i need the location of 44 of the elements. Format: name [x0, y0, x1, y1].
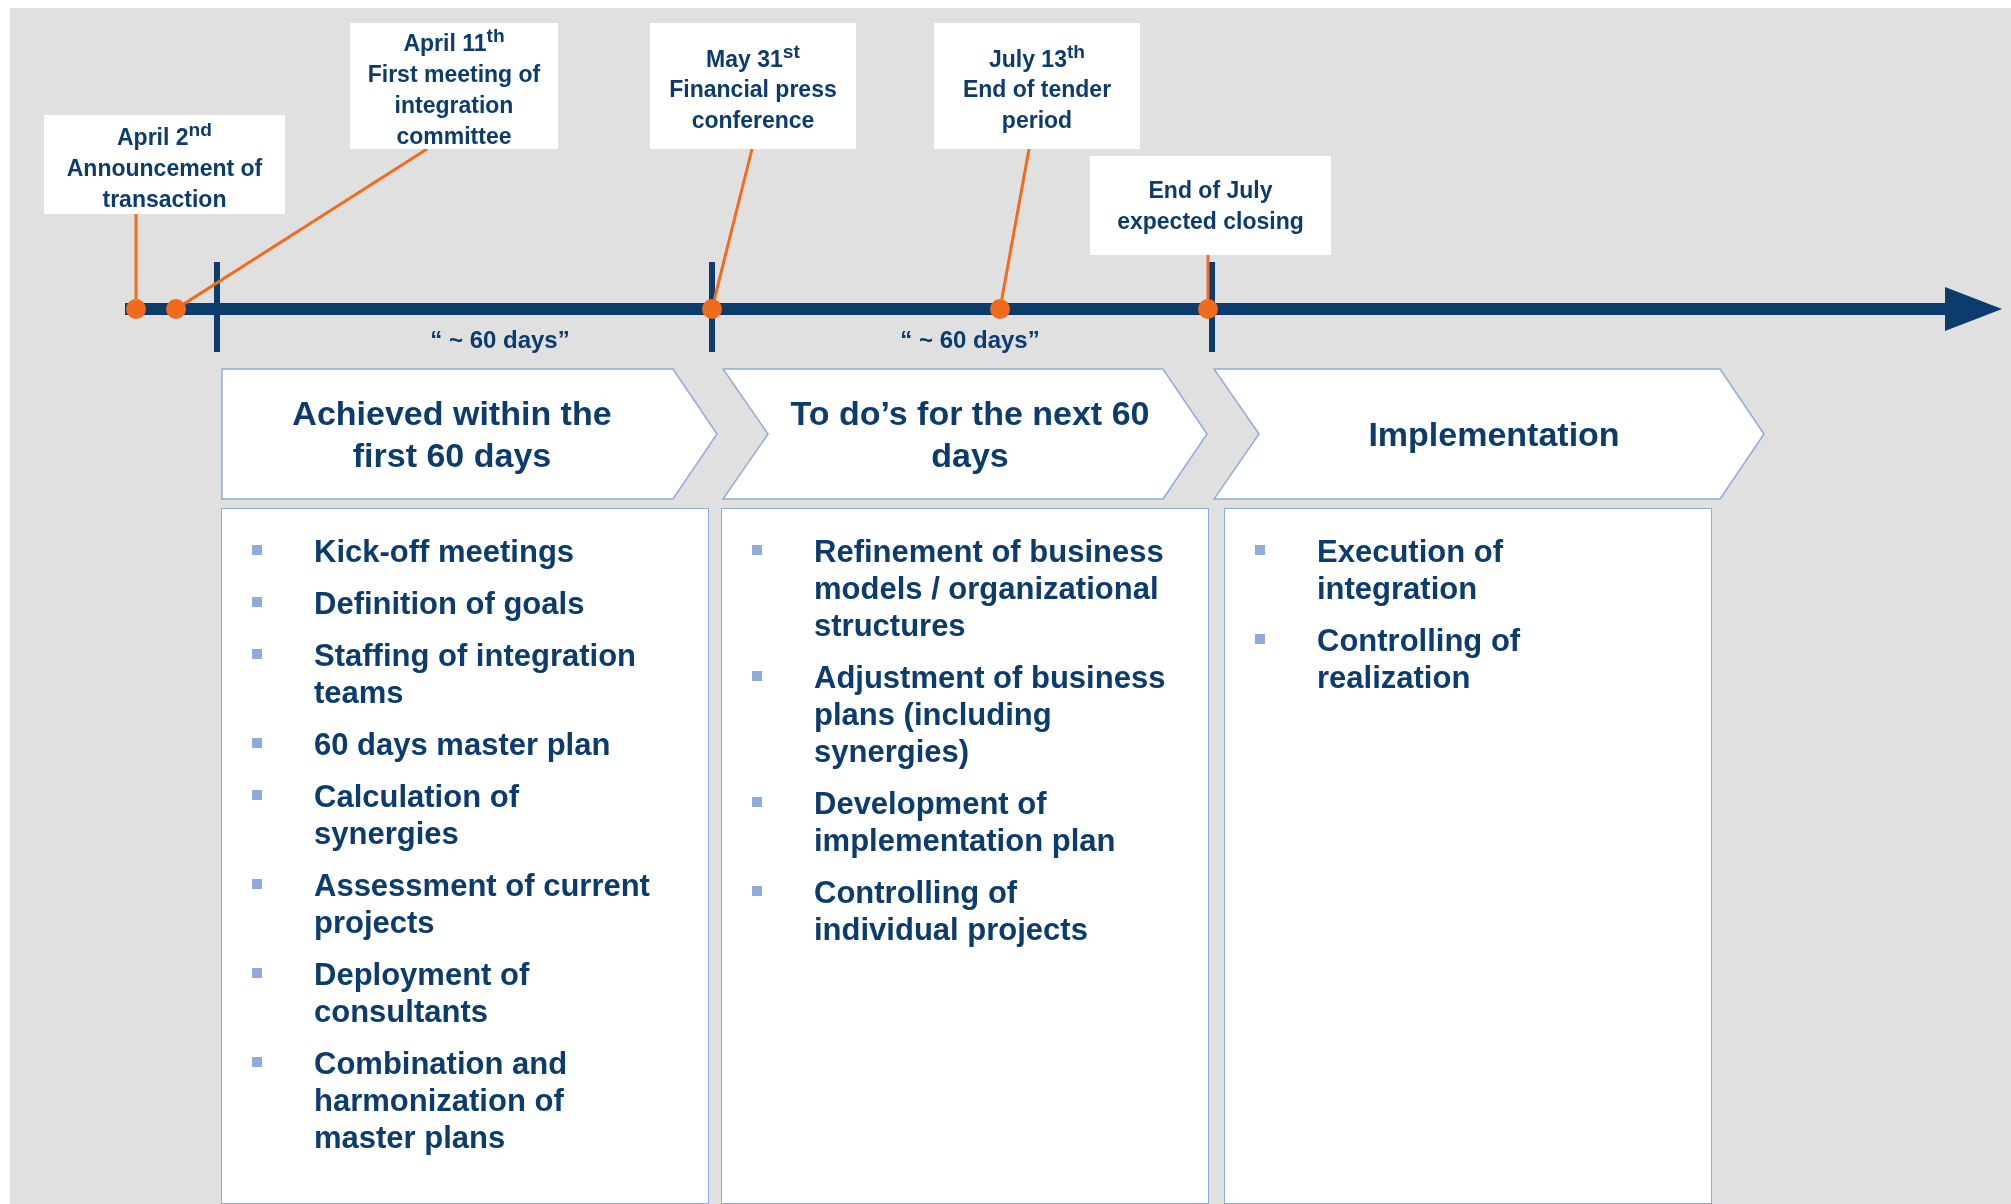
event-text: First meeting of integration committee: [366, 59, 542, 151]
content-panel: [1224, 508, 1712, 1204]
event-text: End of tender period: [961, 75, 1113, 136]
callout-box: [934, 23, 1140, 149]
phase-banner: [221, 368, 718, 500]
leader-line: [183, 147, 428, 305]
event-text: End of July expected closing: [1116, 175, 1305, 236]
event-text: Financial press conference: [668, 75, 838, 136]
date-text: April 2$^{nd}$: [116, 118, 213, 152]
date-text: April 11$^{th}$: [402, 24, 506, 58]
list-item: Kick-off meetings: [314, 533, 575, 570]
list-item: Execution of integration: [1317, 533, 1504, 607]
leader-line: [1206, 255, 1210, 299]
leader-line: [134, 214, 138, 299]
callout-box: [44, 115, 285, 214]
list-item: Assessment of current projects: [314, 867, 651, 941]
content-panel: [221, 508, 709, 1204]
date-text: May 31$^{st}$: [705, 39, 801, 74]
callout-box: [1090, 156, 1331, 255]
phase-banner: [722, 368, 1208, 500]
list-item: Controlling of individual projects: [814, 874, 1089, 948]
list-item: Adjustment of business plans (including synergies): [814, 659, 1167, 770]
date-text: July 13$^{th}$: [987, 39, 1087, 74]
list-item: Combination and harmonization of master plans: [314, 1045, 569, 1156]
phase-heading: Achieved within the first 60 days: [291, 393, 613, 476]
callout-box: [350, 23, 558, 149]
list-item: Refinement of business models / organizational structures: [814, 533, 1165, 644]
list-item: 60 days master plan: [314, 726, 611, 763]
phase-heading: Implementation: [1368, 414, 1620, 455]
list-item: Deployment of consultants: [314, 956, 531, 1030]
event-text: Announcement of transaction: [65, 153, 264, 214]
content-panel: [721, 508, 1209, 1204]
list-item: Controlling of realization: [1317, 622, 1522, 696]
list-item: Calculation of synergies: [314, 778, 520, 852]
leader-line: [1000, 148, 1031, 300]
duration-label: “ ~ 60 days”: [899, 326, 1041, 354]
phase-banner: [1213, 368, 1765, 500]
list-item: Development of implementation plan: [814, 785, 1117, 859]
duration-label: “ ~ 60 days”: [429, 326, 571, 354]
list-item: Definition of goals: [314, 585, 585, 622]
leader-line: [712, 148, 754, 300]
callout-box: [650, 23, 856, 149]
phase-heading: To do’s for the next 60 days: [790, 393, 1150, 476]
list-item: Staffing of integration teams: [314, 637, 638, 711]
